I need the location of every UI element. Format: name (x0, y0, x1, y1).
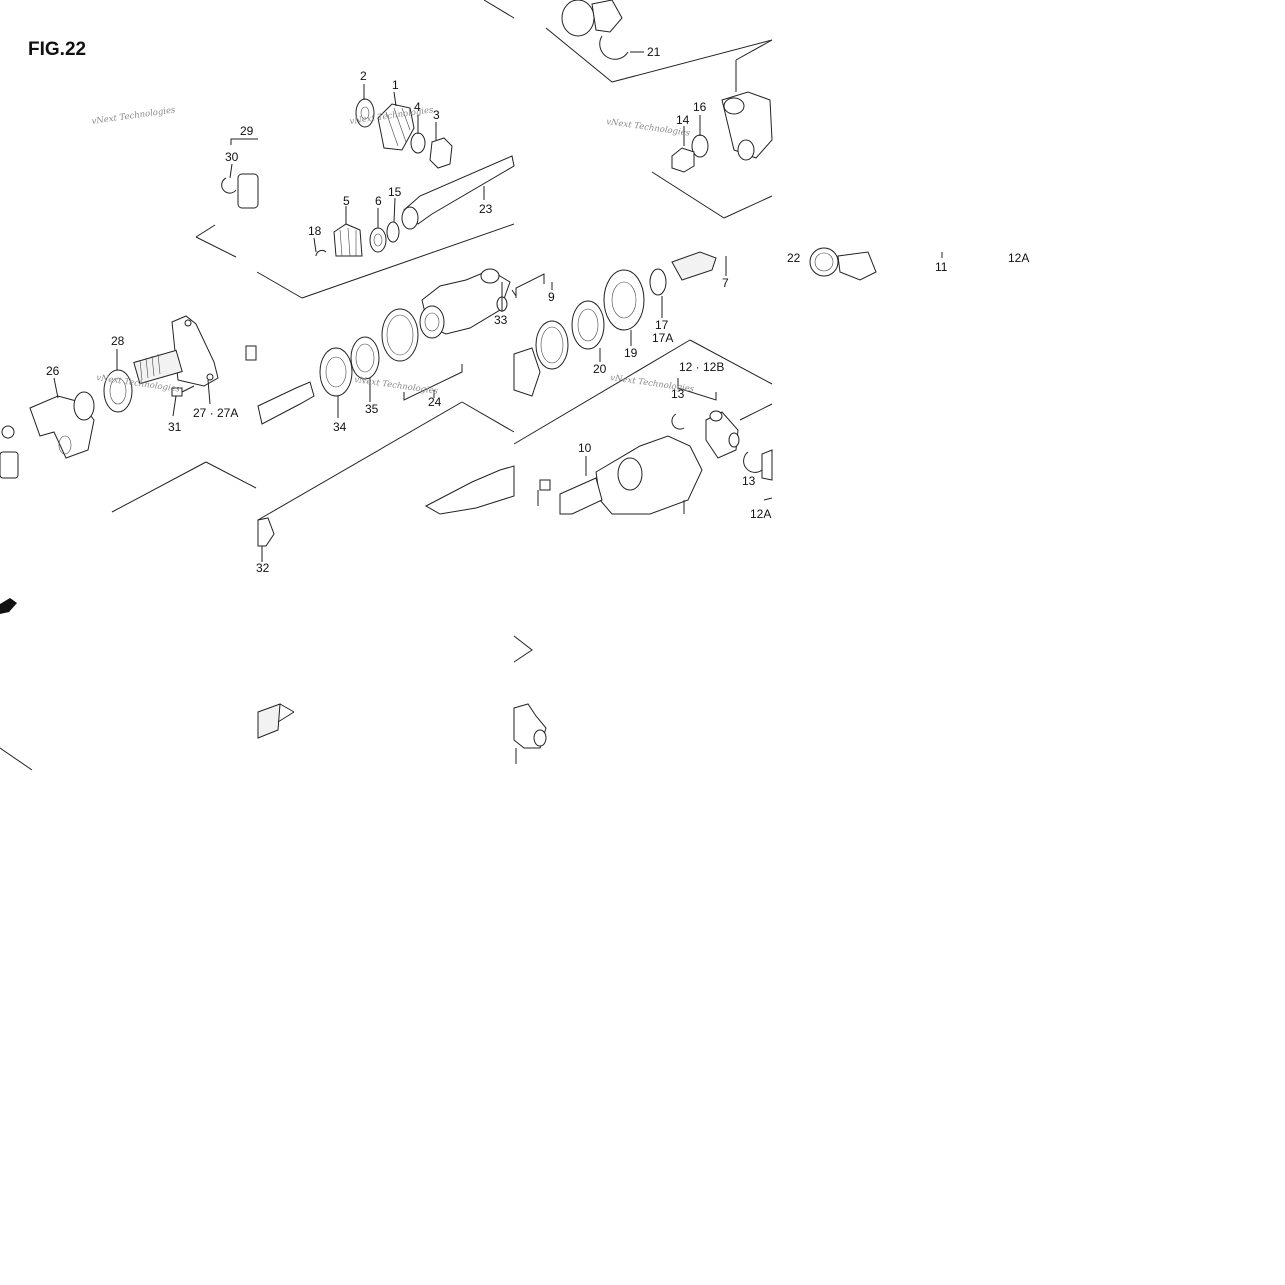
callout-21: 21 (647, 45, 661, 59)
cap-32 (257, 517, 275, 547)
callout-13-lower: 13 (742, 474, 756, 488)
callout-9: 9 (548, 290, 555, 304)
shim-15 (386, 221, 400, 243)
callout-12-12B: 12 · 12B (679, 360, 724, 374)
tile-left (0, 138, 259, 771)
callout-16: 16 (693, 100, 707, 114)
bearing-gear (561, 0, 595, 37)
forward-arrow-icon (0, 598, 17, 614)
callout-1: 1 (392, 78, 399, 92)
callout-17A: 17A (652, 331, 673, 345)
callout-29: 29 (240, 124, 254, 138)
callout-23: 23 (479, 202, 493, 216)
callout-22: 22 (787, 251, 801, 265)
nut-3 (429, 137, 453, 169)
front-mark-icon (245, 345, 257, 361)
clip-21 (599, 35, 629, 60)
oil-seal-28 (103, 369, 133, 413)
tile-right (483, 0, 943, 764)
callout-26: 26 (46, 364, 60, 378)
snap-ring-17 (649, 268, 667, 296)
callout-3: 3 (433, 108, 440, 122)
spline-end (257, 703, 281, 739)
axle-shaft-23 (403, 155, 515, 225)
bearing-34 (319, 347, 353, 397)
side-gear-5 (333, 223, 363, 257)
callout-17: 17 (655, 318, 669, 332)
dust-cover-20 (571, 300, 605, 350)
callout-34: 34 (333, 420, 347, 434)
clip-18 (315, 249, 327, 257)
callout-19: 19 (624, 346, 638, 360)
snap-ring-13 (671, 413, 685, 430)
washer-4 (410, 132, 426, 154)
watermark: vNext Technologies (91, 105, 177, 127)
callout-24: 24 (428, 395, 442, 409)
splined-shaft-28 (133, 349, 183, 385)
washer-6 (369, 227, 387, 253)
flange-yoke-27 (171, 315, 219, 387)
callout-7: 7 (722, 276, 729, 290)
nut-14 (671, 147, 695, 173)
callout-30: 30 (225, 150, 239, 164)
seal-19 (603, 269, 645, 331)
callout-28: 28 (111, 334, 125, 348)
cross-joint-part (237, 173, 259, 209)
bolt-32 (539, 479, 551, 491)
callout-5: 5 (343, 194, 350, 208)
callout-labels: 1 2 3 4 5 6 7 9 10 11 12A 12A 12 · 12B 1… (46, 45, 1029, 575)
drive-shaft (424, 465, 515, 515)
snap-ring-30 (221, 177, 237, 194)
callout-12A: 12A (750, 507, 771, 521)
washer-2 (355, 98, 375, 128)
callout-31: 31 (168, 420, 182, 434)
flange-yoke-10 (595, 435, 703, 515)
shaft-body (559, 477, 603, 515)
callout-15: 15 (388, 185, 402, 199)
callout-10: 10 (578, 441, 592, 455)
callout-13: 13 (671, 387, 685, 401)
spline-end-7 (671, 251, 717, 281)
callout-18: 18 (308, 224, 322, 238)
spline-hub-22 (809, 247, 839, 277)
stub-shaft (257, 381, 315, 425)
callout-2: 2 (360, 69, 367, 83)
callout-6: 6 (375, 194, 382, 208)
callout-14: 14 (676, 113, 690, 127)
callout-35: 35 (365, 402, 379, 416)
callout-11: 11 (935, 260, 948, 274)
callout-4: 4 (414, 100, 421, 114)
callout-12A-right: 12A (1008, 251, 1029, 265)
callout-20: 20 (593, 362, 607, 376)
watermark: vNext Technologies (354, 375, 440, 397)
cross-spider-12 (705, 411, 739, 459)
figure-title: FIG.22 (28, 39, 86, 60)
callout-32: 32 (256, 561, 270, 575)
boot-ring (381, 308, 419, 362)
boot-end (513, 347, 541, 397)
dust-seal-35 (350, 336, 380, 380)
snap-ring-13b (743, 451, 763, 473)
callout-33: 33 (494, 313, 508, 327)
tile-middle (245, 84, 517, 739)
callout-27-27A: 27 · 27A (193, 406, 238, 420)
universal-joint-cross (0, 451, 19, 479)
